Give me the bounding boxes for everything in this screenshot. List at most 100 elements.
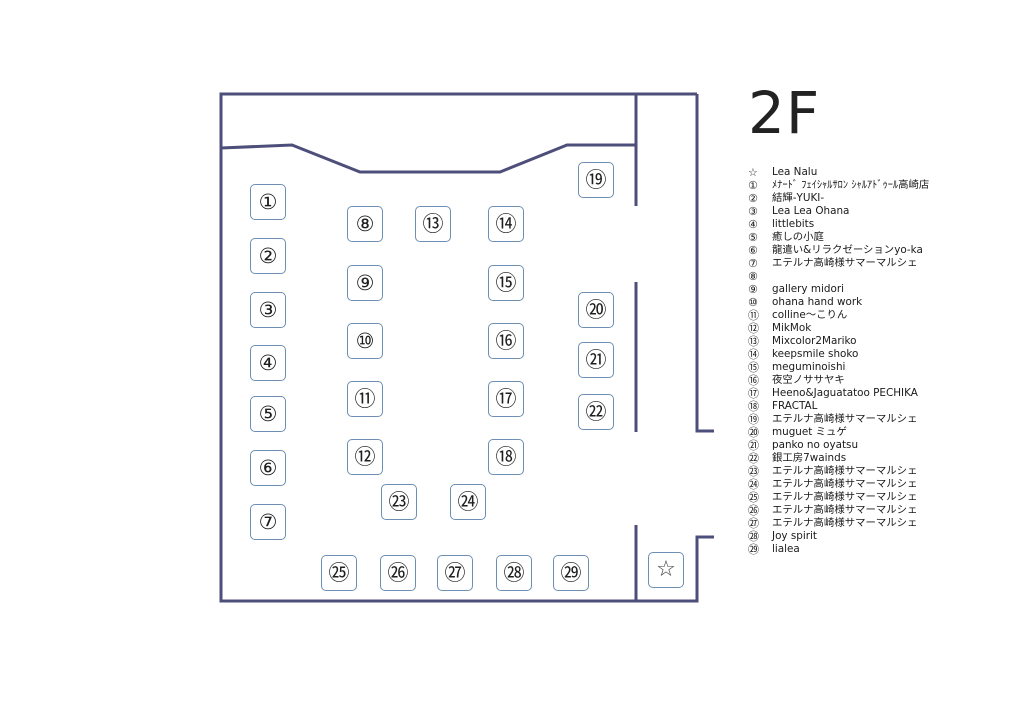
legend-exhibitor-name: panko no oyatsu: [772, 439, 859, 451]
legend-exhibitor-name: エテルナ高崎様サマーマルシェ: [772, 413, 918, 425]
booth-15[interactable]: ⑮: [488, 265, 524, 301]
booth-2[interactable]: ②: [250, 238, 286, 274]
legend-item: ① ﾒﾅｰﾄﾞ ﾌｪｲｼｬﾙｻﾛﾝ ｼｬﾙｱﾄﾞｩｰﾙ高崎店: [748, 179, 929, 192]
legend-exhibitor-name: Heeno&Jaguatatoo PECHIKA: [772, 387, 918, 399]
booth-11[interactable]: ⑪: [347, 381, 383, 417]
legend-item: ⑧: [748, 270, 929, 283]
legend-exhibitor-name: エテルナ高崎様サマーマルシェ: [772, 465, 918, 477]
legend-number: ③: [748, 205, 758, 218]
legend-exhibitor-name: Lea Nalu: [772, 166, 818, 178]
legend-exhibitor-name: Lea Lea Ohana: [772, 205, 850, 217]
legend-exhibitor-name: colline～こりん: [772, 309, 848, 321]
legend-item: ⑯ 夜空ノササヤキ: [748, 374, 929, 387]
legend-item: ㉗ エテルナ高崎様サマーマルシェ: [748, 517, 929, 530]
legend-exhibitor-name: lialea: [772, 543, 800, 555]
booth-23[interactable]: ㉓: [381, 484, 417, 520]
legend-number: ①: [748, 179, 758, 192]
legend-number: ⑮: [748, 361, 759, 374]
legend-number: ⑧: [748, 270, 758, 283]
legend-exhibitor-name: エテルナ高崎様サマーマルシェ: [772, 504, 918, 516]
legend-number: ⑬: [748, 335, 759, 348]
booth-14[interactable]: ⑭: [488, 206, 524, 242]
legend-number: ⑱: [748, 400, 759, 413]
legend-number: ㉙: [748, 543, 759, 556]
booth-13[interactable]: ⑬: [415, 206, 451, 242]
legend-item: ⑦ エテルナ高崎様サマーマルシェ: [748, 257, 929, 270]
booth-7[interactable]: ⑦: [250, 504, 286, 540]
legend-number: ⑦: [748, 257, 758, 270]
booth-28[interactable]: ㉘: [496, 555, 532, 591]
legend-item: ㉙ lialea: [748, 543, 929, 556]
booth-26[interactable]: ㉖: [380, 555, 416, 591]
legend-item: ⑱ FRACTAL: [748, 400, 929, 413]
legend-item: ③ Lea Lea Ohana: [748, 205, 929, 218]
legend-exhibitor-name: エテルナ高崎様サマーマルシェ: [772, 257, 918, 269]
legend-number: ㉒: [748, 452, 759, 465]
booth-21[interactable]: ㉑: [578, 342, 614, 378]
legend-number: ⑥: [748, 244, 758, 257]
legend-number: ⑯: [748, 374, 759, 387]
legend-exhibitor-name: ﾒﾅｰﾄﾞ ﾌｪｲｼｬﾙｻﾛﾝ ｼｬﾙｱﾄﾞｩｰﾙ高崎店: [772, 179, 930, 191]
booth-18[interactable]: ⑱: [488, 439, 524, 475]
booth-22[interactable]: ㉒: [578, 394, 614, 430]
legend-number: ㉓: [748, 465, 759, 478]
booth-19[interactable]: ⑲: [578, 162, 614, 198]
outer-wall: [219, 92, 714, 603]
legend-number: ⑳: [748, 426, 759, 439]
booth-8[interactable]: ⑧: [347, 206, 383, 242]
booth-16[interactable]: ⑯: [488, 323, 524, 359]
booth-12[interactable]: ⑫: [347, 439, 383, 475]
booth-25[interactable]: ㉕: [321, 555, 357, 591]
booth-5[interactable]: ⑤: [250, 396, 286, 432]
legend-number: ㉗: [748, 517, 759, 530]
legend-item: ⑤ 癒しの小庭: [748, 231, 929, 244]
legend-exhibitor-name: 結輝-YUKI-: [772, 192, 825, 204]
legend-number: ⑩: [748, 296, 758, 309]
legend-number: ②: [748, 192, 758, 205]
outer-wall-upper-right: [695, 94, 714, 433]
legend-item: ⑥ 龍遣い&リラクゼーションyo-ka: [748, 244, 929, 257]
booth-1[interactable]: ①: [250, 184, 286, 220]
floor-title: 2F: [748, 79, 821, 147]
legend-item: ㉒ 銀工房7wainds: [748, 452, 929, 465]
legend-item: ⑰ Heeno&Jaguatatoo PECHIKA: [748, 387, 929, 400]
booth-3[interactable]: ③: [250, 292, 286, 328]
legend-exhibitor-name: 夜空ノササヤキ: [772, 374, 845, 386]
legend-number: ㉘: [748, 530, 759, 543]
legend-exhibitor-name: gallery midori: [772, 283, 844, 295]
legend-exhibitor-name: 癒しの小庭: [772, 231, 824, 243]
booth-10[interactable]: ⑩: [347, 323, 383, 359]
legend-exhibitor-name: keepsmile shoko: [772, 348, 859, 360]
legend-number: ⑤: [748, 231, 758, 244]
booth-29[interactable]: ㉙: [553, 555, 589, 591]
legend-exhibitor-name: エテルナ高崎様サマーマルシェ: [772, 517, 918, 529]
legend-exhibitor-name: Joy spirit: [772, 530, 818, 542]
legend-item: ㉑ panko no oyatsu: [748, 439, 929, 452]
legend-exhibitor-name: 銀工房7wainds: [772, 452, 847, 464]
booth-20[interactable]: ⑳: [578, 292, 614, 328]
booth-27[interactable]: ㉗: [437, 555, 473, 591]
booth-9[interactable]: ⑨: [347, 265, 383, 301]
legend-exhibitor-name: 龍遣い&リラクゼーションyo-ka: [772, 244, 923, 256]
booth-17[interactable]: ⑰: [488, 381, 524, 417]
legend-exhibitor-name: FRACTAL: [772, 400, 818, 412]
booth-4[interactable]: ④: [250, 345, 286, 381]
booth-24[interactable]: ㉔: [450, 484, 486, 520]
legend-exhibitor-name: Mixcolor2Mariko: [772, 335, 857, 347]
stage-edge: [220, 143, 636, 174]
booth-6[interactable]: ⑥: [250, 450, 286, 486]
legend-exhibitor-name: MikMok: [772, 322, 812, 334]
legend-number: ⑰: [748, 387, 759, 400]
legend-exhibitor-name: meguminoishi: [772, 361, 846, 373]
booth-star[interactable]: ☆: [648, 552, 684, 588]
legend-exhibitor-name: littlebits: [772, 218, 815, 230]
